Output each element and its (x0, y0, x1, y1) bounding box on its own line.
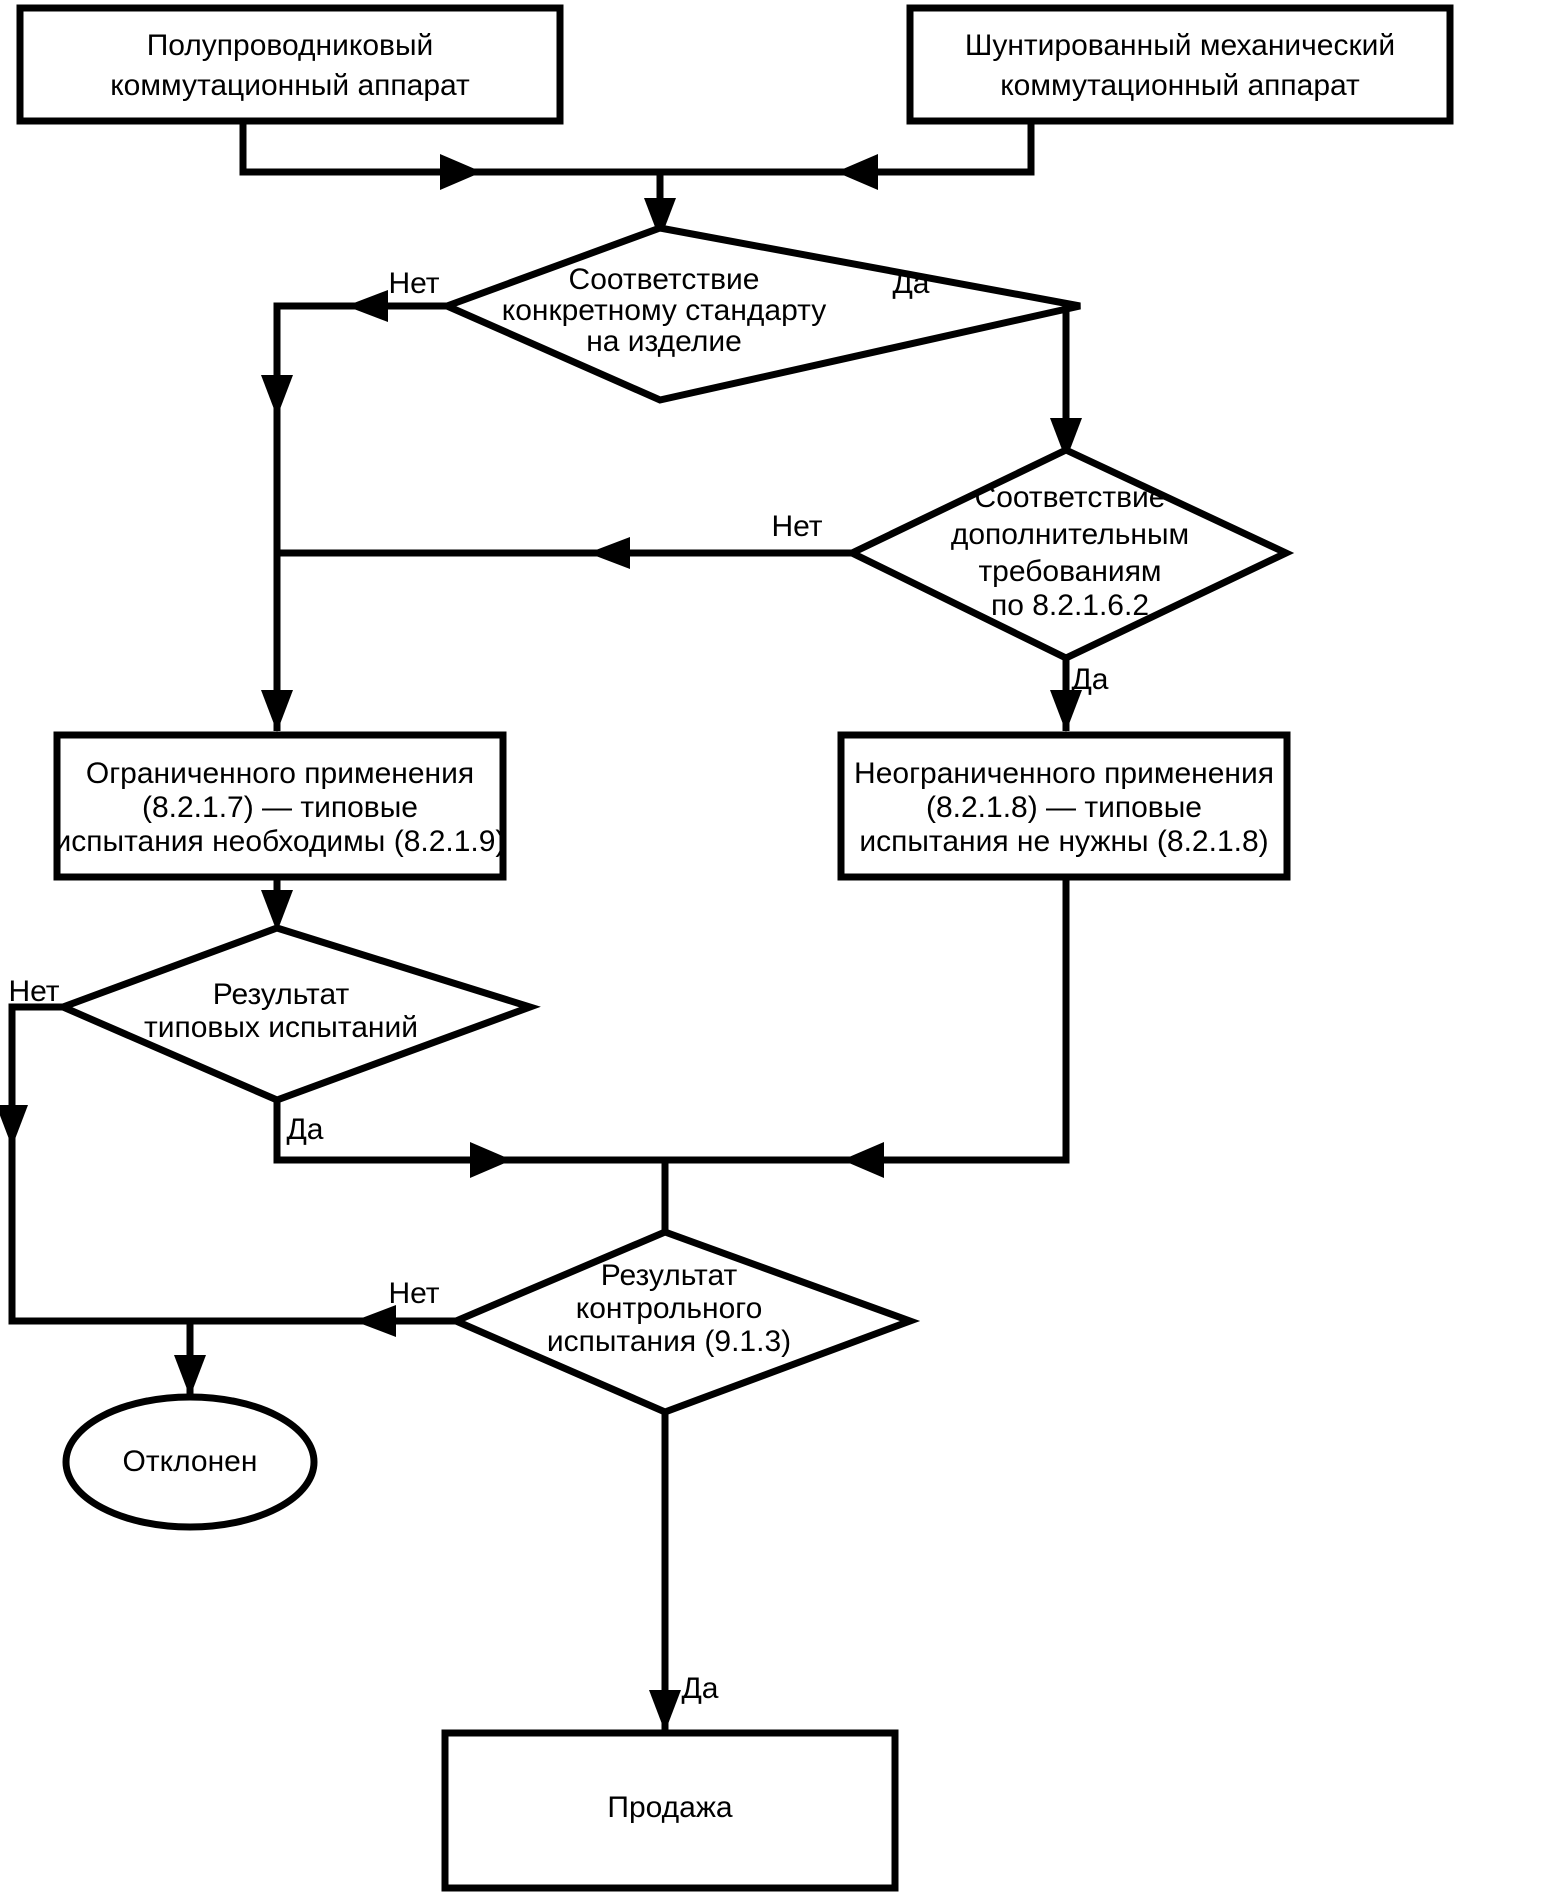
edge-addreq-no-to-limited (277, 537, 852, 569)
node-limited-use-line-2: (8.2.1.7) — типовые (142, 791, 418, 824)
edge-label-routine-no: Нет (388, 1277, 439, 1310)
arrow-head-icon (440, 154, 482, 190)
edge-limited-to-typetest (261, 877, 293, 932)
edge-routine-no-to-rejected (12, 1305, 456, 1337)
arrow-head-icon (649, 1690, 681, 1732)
edge-semiconductor-to-standard (239, 121, 660, 190)
node-conformity-product-standard-line-2: конкретному стандарту (502, 294, 826, 327)
node-conformity-additional-requirements-line-1: Соответствие (975, 481, 1166, 514)
edge-label-typetest-yes: Да (286, 1113, 323, 1146)
node-unlimited-use-line-1: Неограниченного применения (854, 757, 1274, 790)
node-type-test-result-line-2: типовых испытаний (144, 1011, 418, 1044)
node-semiconductor-device[interactable]: Полупроводниковый коммутационный аппарат (16, 4, 564, 125)
edge-label-typetest-no: Нет (8, 975, 59, 1008)
edge-standard-no-to-limited (261, 290, 447, 732)
node-unlimited-use[interactable]: Неограниченного применения (8.2.1.8) — т… (837, 731, 1291, 881)
node-shunted-mechanical-device[interactable]: Шунтированный механический коммутационны… (906, 4, 1454, 125)
arrow-head-icon (836, 154, 878, 190)
arrow-head-icon (174, 1355, 206, 1397)
arrow-head-icon (842, 1142, 884, 1178)
node-rejected-label: Отклонен (123, 1445, 258, 1478)
arrow-head-icon (588, 537, 630, 569)
node-rejected[interactable]: Отклонен (62, 1393, 318, 1531)
node-shunted-mechanical-device-line-1: Шунтированный механический (965, 29, 1395, 62)
node-conformity-additional-requirements-line-3: требованиям (978, 555, 1161, 588)
node-shunted-mechanical-device-line-2: коммутационный аппарат (1000, 69, 1360, 102)
arrow-head-icon (261, 890, 293, 932)
node-sale[interactable]: Продажа (441, 1729, 899, 1892)
arrow-head-icon (346, 290, 388, 322)
node-routine-test-result-line-1: Результат (601, 1259, 738, 1292)
edge-typetest-yes-to-routine (273, 1097, 665, 1178)
edge-label-standard-yes: Да (892, 267, 929, 300)
node-routine-test-result[interactable]: Результат контрольного испытания (9.1.3) (447, 1228, 921, 1416)
node-unlimited-use-line-2: (8.2.1.8) — типовые (926, 791, 1202, 824)
node-unlimited-use-line-3: испытания не нужны (8.2.1.8) (859, 825, 1268, 858)
node-routine-test-result-line-3: испытания (9.1.3) (547, 1325, 791, 1358)
arrow-head-icon (261, 375, 293, 417)
edge-typetest-no-to-rejected (0, 1003, 206, 1397)
arrow-head-icon (0, 1105, 28, 1147)
edge-label-addreq-no: Нет (771, 510, 822, 543)
arrow-head-icon (644, 198, 676, 240)
edge-routine-yes-to-sale (649, 1410, 681, 1732)
edge-label-standard-no: Нет (388, 267, 439, 300)
node-conformity-product-standard-line-3: на изделие (586, 325, 742, 358)
node-semiconductor-device-line-2: коммутационный аппарат (110, 69, 470, 102)
arrow-head-icon (470, 1142, 512, 1178)
node-sale-label: Продажа (607, 1791, 733, 1824)
node-conformity-product-standard-line-1: Соответствие (569, 263, 760, 296)
arrow-head-icon (1050, 690, 1082, 732)
node-limited-use[interactable]: Ограниченного применения (8.2.1.7) — тип… (53, 731, 507, 881)
node-routine-test-result-line-2: контрольного (576, 1292, 763, 1325)
edge-label-addreq-yes: Да (1071, 663, 1108, 696)
arrow-head-icon (354, 1305, 396, 1337)
arrow-head-icon (1050, 418, 1082, 460)
arrow-head-icon (261, 690, 293, 732)
node-type-test-result-line-1: Результат (213, 978, 350, 1011)
node-type-test-result[interactable]: Результат типовых испытаний (53, 924, 541, 1104)
node-conformity-additional-requirements[interactable]: Соответствие дополнительным требованиям … (843, 446, 1295, 662)
edge-shunted-to-standard (660, 121, 1035, 190)
edge-addreq-yes-to-unlimited (1050, 658, 1082, 732)
edge-unlimited-to-routine (665, 877, 1070, 1178)
edge-label-routine-yes: Да (681, 1672, 718, 1705)
node-conformity-additional-requirements-line-4: по 8.2.1.6.2 (991, 589, 1149, 622)
node-conformity-additional-requirements-line-2: дополнительным (951, 518, 1189, 551)
node-conformity-product-standard[interactable]: Соответствие конкретному стандарту на из… (437, 224, 1081, 404)
node-limited-use-line-3: испытания необходимы (8.2.1.9) (55, 825, 506, 858)
node-semiconductor-device-line-1: Полупроводниковый (147, 29, 434, 62)
edge-merge-to-standard (644, 172, 676, 240)
node-limited-use-line-1: Ограниченного применения (86, 757, 474, 790)
